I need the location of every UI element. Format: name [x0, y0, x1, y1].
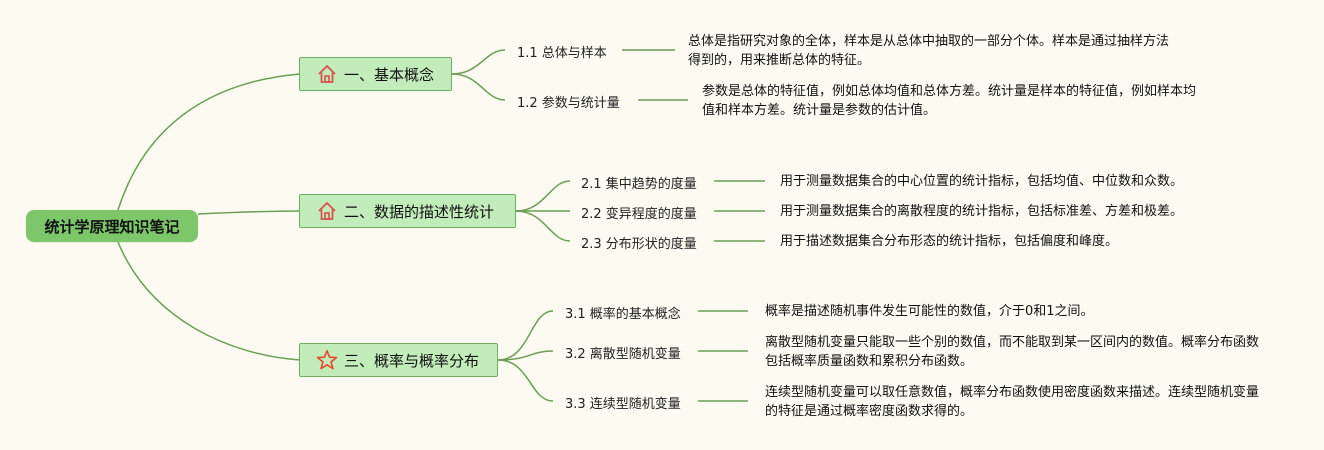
topic-2-3-desc: 用于描述数据集合分布形态的统计指标，包括偏度和峰度。	[780, 234, 1119, 249]
topic-2-2[interactable]: 2.2 变异程度的度量	[581, 207, 697, 222]
topic-3-2[interactable]: 3.2 离散型随机变量	[565, 347, 681, 362]
branch-descriptive-stats[interactable]: 二、数据的描述性统计	[299, 194, 516, 228]
topic-3-2-desc: 离散型随机变量只能取一些个别的数值，而不能取到某一区间内的数值。概率分布函数包括…	[765, 335, 1260, 369]
connector-root-branch-1	[117, 73, 301, 211]
topic-3-3[interactable]: 3.3 连续型随机变量	[565, 397, 681, 412]
branch-label: 三、概率与概率分布	[344, 351, 480, 370]
connector-b3-t1	[497, 310, 554, 361]
topic-1-2-desc: 参数是总体的特征值，例如总体均值和总体方差。统计量是样本的特征值，例如样本均值和…	[702, 84, 1197, 118]
topic-1-1[interactable]: 1.1 总体与样本	[517, 46, 607, 61]
root-node[interactable]: 统计学原理知识笔记	[26, 210, 198, 242]
connector-b1-t1	[451, 49, 506, 75]
branch-label: 一、基本概念	[344, 65, 435, 84]
house-icon	[316, 63, 338, 85]
topic-3-3-desc: 连续型随机变量可以取任意数值，概率分布函数使用密度函数来描述。连续型随机变量的特…	[765, 385, 1260, 419]
connector-root-branch-3	[117, 241, 301, 361]
topic-1-2[interactable]: 1.2 参数与统计量	[517, 96, 620, 111]
star-icon	[316, 349, 338, 371]
house-icon	[316, 200, 338, 222]
connector-b2-t1	[515, 180, 571, 212]
topic-3-1[interactable]: 3.1 概率的基本概念	[565, 307, 681, 322]
connector-root-branch-2	[197, 210, 301, 215]
branch-probability[interactable]: 三、概率与概率分布	[299, 343, 498, 377]
topic-1-1-desc: 总体是指研究对象的全体，样本是从总体中抽取的一部分个体。样本是通过抽样方法得到的…	[688, 34, 1170, 68]
connector-b2-t3	[515, 210, 571, 242]
connector-b3-t3	[497, 359, 554, 402]
connector-b3-t2	[497, 350, 554, 361]
topic-3-1-desc: 概率是描述随机事件发生可能性的数值，介于0和1之间。	[765, 304, 1094, 319]
topic-2-2-desc: 用于测量数据集合的离散程度的统计指标，包括标准差、方差和极差。	[780, 204, 1184, 219]
topic-2-1-desc: 用于测量数据集合的中心位置的统计指标，包括均值、中位数和众数。	[780, 174, 1184, 189]
topic-2-3[interactable]: 2.3 分布形状的度量	[581, 237, 697, 252]
connector-b1-t2	[451, 73, 506, 101]
topic-2-1[interactable]: 2.1 集中趋势的度量	[581, 177, 697, 192]
branch-basic-concepts[interactable]: 一、基本概念	[299, 57, 452, 91]
branch-label: 二、数据的描述性统计	[344, 202, 495, 221]
root-label: 统计学原理知识笔记	[44, 217, 180, 236]
